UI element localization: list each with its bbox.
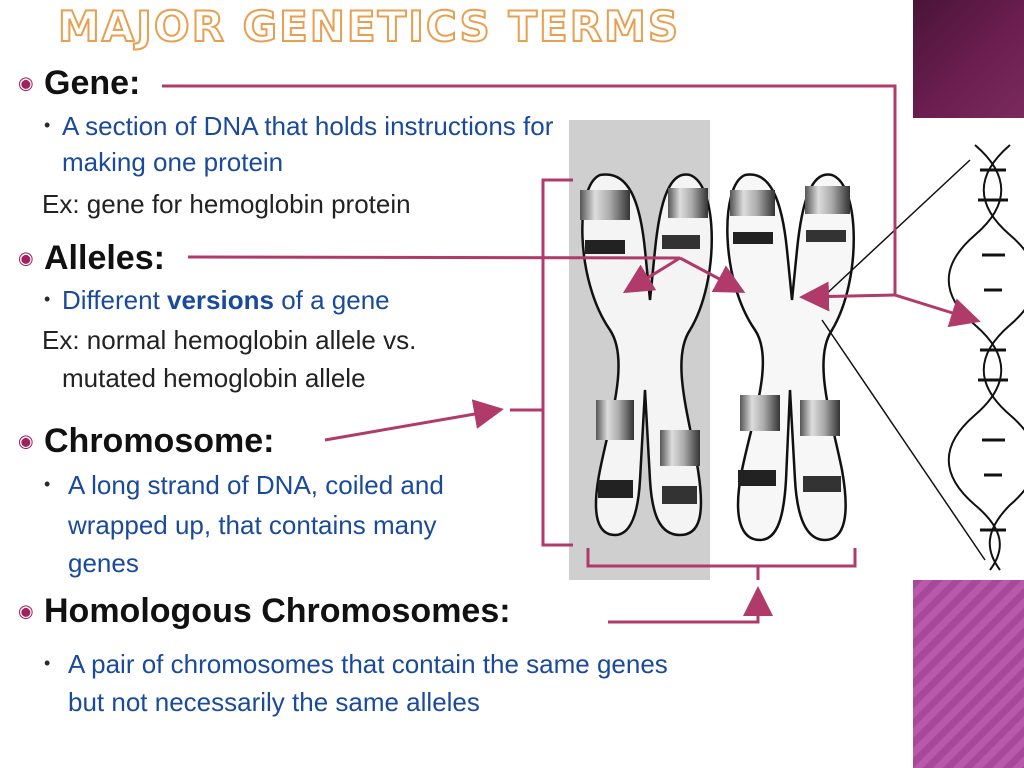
slide-title: MAJOR GENETICS TERMS xyxy=(57,2,681,51)
bullet-dot: • xyxy=(44,653,51,673)
alleles-example-cont: mutated hemoglobin allele xyxy=(62,363,366,393)
decorative-stripe-bottom xyxy=(913,580,1024,768)
circled-dot-icon: ◉ xyxy=(18,73,34,93)
gene-definition: A section of DNA that holds instructions… xyxy=(62,111,554,141)
dna-helix xyxy=(947,144,1024,571)
gene-definition-cont: making one protein xyxy=(62,147,284,177)
decorative-stripe-top xyxy=(913,0,1024,118)
homologous-definition: A pair of chromosomes that contain the s… xyxy=(68,649,668,679)
chromosome-definition-cont2: genes xyxy=(68,548,139,578)
homologous-definition-cont: but not necessarily the same alleles xyxy=(68,687,480,717)
zoom-line-bottom xyxy=(821,319,986,561)
alleles-definition: Different versions of a gene xyxy=(62,285,390,315)
chromosome-definition: A long strand of DNA, coiled and xyxy=(68,470,444,500)
term-homologous-heading: ◉ Homologous Chromosomes: xyxy=(18,592,511,630)
term-chromosome-heading: ◉ Chromosome: xyxy=(18,422,275,460)
connector-lines xyxy=(162,84,981,624)
chromosome-right xyxy=(726,173,855,542)
bullet-dot: • xyxy=(44,474,51,494)
circled-dot-icon: ◉ xyxy=(18,248,34,268)
term-gene-heading: ◉ Gene: xyxy=(18,64,141,102)
circled-dot-icon: ◉ xyxy=(18,431,34,451)
circled-dot-icon: ◉ xyxy=(18,601,34,621)
bullet-dot: • xyxy=(44,289,51,309)
term-alleles-heading: ◉ Alleles: xyxy=(18,239,165,277)
gene-example: Ex: gene for hemoglobin protein xyxy=(42,189,411,219)
chromosome-left xyxy=(580,173,713,537)
chromosome-definition-cont: wrapped up, that contains many xyxy=(68,510,437,540)
bullet-dot: • xyxy=(44,115,51,135)
alleles-example: Ex: normal hemoglobin allele vs. xyxy=(42,325,417,355)
